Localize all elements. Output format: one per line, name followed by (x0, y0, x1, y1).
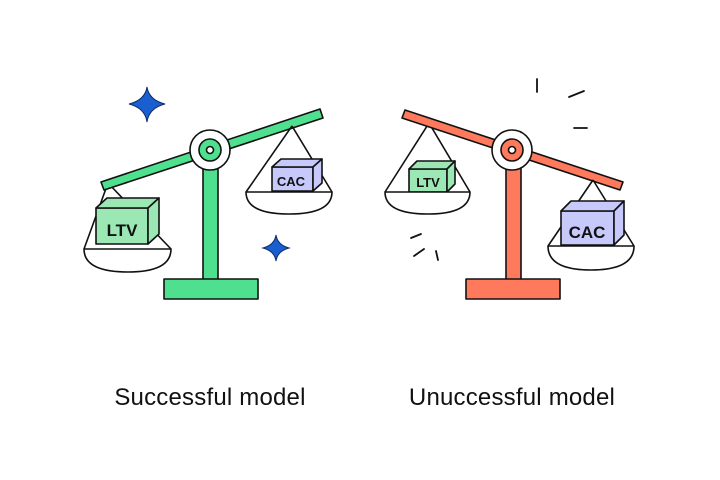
left-stand-post (202, 164, 219, 282)
ltv-label-right: LTV (416, 175, 440, 190)
right-small-pan (384, 191, 471, 215)
right-stand-post (505, 164, 522, 282)
right-scale: LTV CAC (384, 109, 635, 300)
right-pivot-pin (507, 145, 517, 155)
sparkle-icon-small (261, 234, 291, 262)
cac-label-left: CAC (277, 174, 306, 189)
ltv-box-left: LTV (95, 197, 160, 245)
ltv-label-left: LTV (107, 221, 139, 240)
left-pivot-pin (205, 145, 215, 155)
cac-box-right: CAC (560, 200, 625, 246)
right-big-pan (547, 245, 635, 271)
left-small-pan (245, 191, 333, 215)
right-stand-base (465, 278, 561, 300)
sparkle-icon (128, 86, 166, 123)
left-stand-base (163, 278, 259, 300)
cac-box-left: CAC (271, 158, 323, 192)
cac-label-right: CAC (569, 223, 606, 242)
left-big-pan (83, 248, 172, 273)
unsuccessful-model-caption: Unuccessful model (408, 384, 616, 411)
ltv-box-right: LTV (408, 160, 456, 193)
impact-lines (410, 78, 588, 261)
left-scale: LTV CAC (83, 108, 333, 300)
right-small-pan-strings (384, 122, 471, 193)
successful-model-caption: Successful model (114, 384, 306, 411)
